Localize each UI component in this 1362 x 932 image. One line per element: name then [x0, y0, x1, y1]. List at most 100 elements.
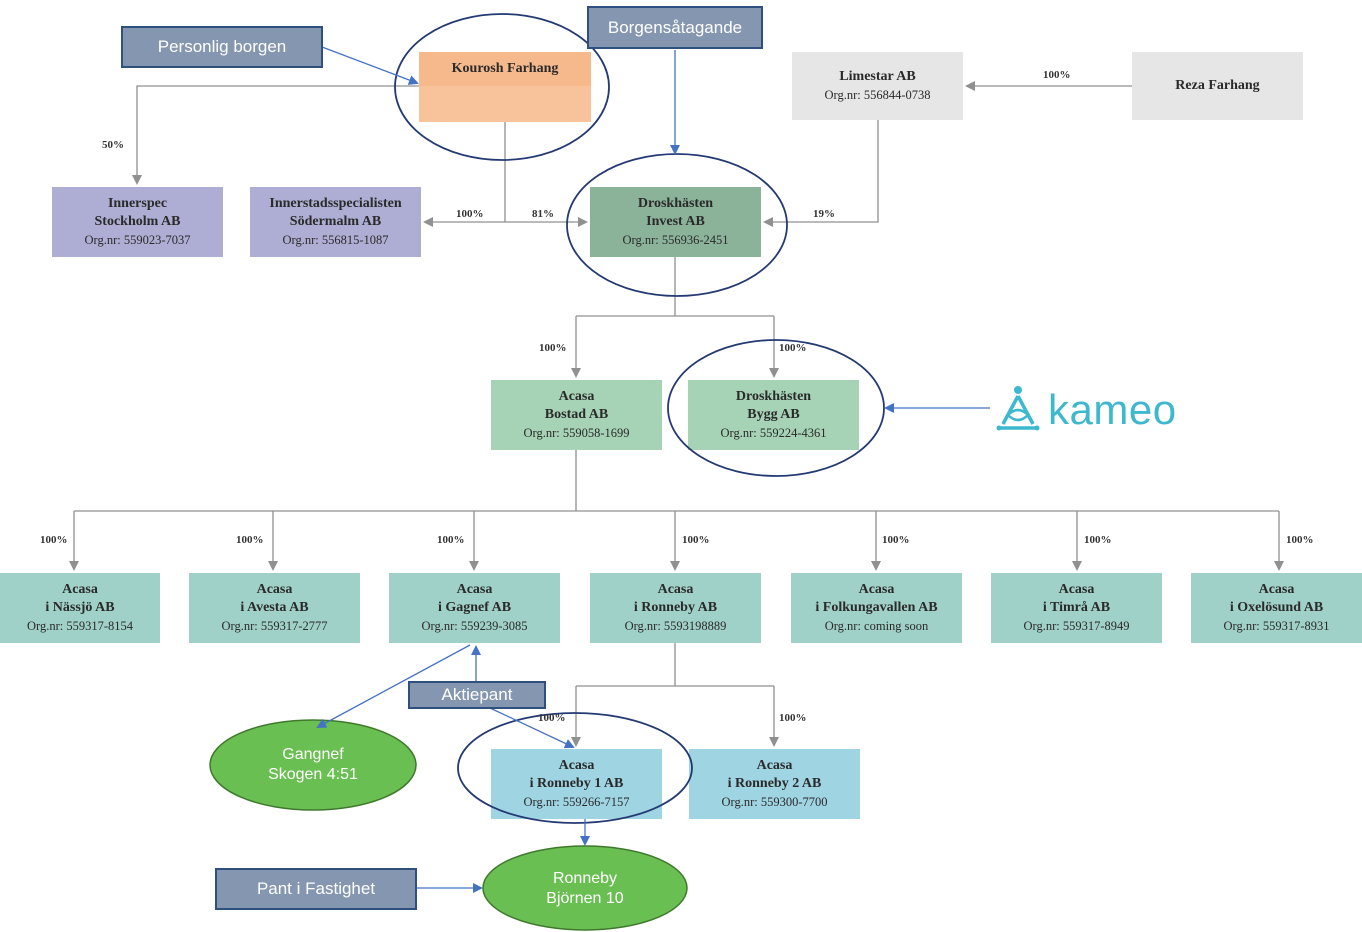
- droskhasten-invest-title1: Droskhästen: [637, 196, 714, 211]
- ronneby1-org: Org.nr: 559266-7157: [523, 795, 630, 809]
- limestar-title: Limestar AB: [839, 69, 916, 84]
- avesta-title1: Acasa: [256, 582, 293, 597]
- gangnef-property-ellipse: [209, 719, 417, 811]
- innerspec-box: [52, 187, 223, 257]
- gangnef-line2: Skogen 4:51: [268, 766, 358, 783]
- innerspec-title1: Innerspec: [107, 196, 168, 211]
- acasa-bostad-org: Org.nr: 559058-1699: [523, 426, 630, 440]
- kameo-logo-icon: [996, 386, 1040, 431]
- avesta-label: Acasa i Avesta AB Org.nr: 559317-2777: [189, 573, 360, 643]
- oxelosund-org: Org.nr: 559317-8931: [1223, 619, 1330, 633]
- gagnef-title2: i Gagnef AB: [437, 600, 512, 615]
- timra-org: Org.nr: 559317-8949: [1023, 619, 1130, 633]
- pct-kourosh-invest: 81%: [532, 208, 554, 220]
- innerstads-title2: Södermalm AB: [289, 214, 382, 229]
- timra-box: [991, 573, 1162, 643]
- ronneby-bjornen-line1: Ronneby: [552, 870, 618, 887]
- folkungavallen-label: Acasa i Folkungavallen AB Org.nr: coming…: [791, 573, 962, 643]
- ronneby2-box: [689, 749, 860, 819]
- pct-gagnef: 100%: [437, 534, 465, 546]
- gagnef-label: Acasa i Gagnef AB Org.nr: 559239-3085: [389, 573, 560, 643]
- nassjo-title1: Acasa: [62, 582, 98, 597]
- pct-kourosh-innerspec: 50%: [102, 139, 124, 151]
- droskhasten-bygg-title1: Droskhästen: [735, 389, 812, 404]
- acasa-bostad-label: Acasa Bostad AB Org.nr: 559058-1699: [491, 380, 662, 450]
- innerstads-title1: Innerstadsspecialisten: [269, 196, 402, 211]
- callout-personlig-borgen: Personlig borgen: [121, 26, 323, 68]
- pct-ronneby1: 100%: [538, 712, 566, 724]
- gagnef-org: Org.nr: 559239-3085: [421, 619, 528, 633]
- ronneby1-box: [491, 749, 662, 819]
- kameo-logo-text: kameo: [1048, 386, 1177, 433]
- oxelosund-box: [1191, 573, 1362, 643]
- nassjo-org: Org.nr: 559317-8154: [26, 619, 133, 633]
- reza-label: Reza Farhang: [1132, 52, 1303, 120]
- pct-nassjo: 100%: [40, 534, 68, 546]
- pct-ronneby: 100%: [682, 534, 710, 546]
- droskhasten-invest-org: Org.nr: 556936-2451: [622, 233, 729, 247]
- limestar-label: Limestar AB Org.nr: 556844-0738: [792, 52, 963, 120]
- timra-title1: Acasa: [1058, 582, 1095, 597]
- ronneby-label: Acasa i Ronneby AB Org.nr: 5593198889: [590, 573, 761, 643]
- callout-borgensatagande: Borgensåtagande: [587, 6, 763, 49]
- kourosh-title: Kourosh Farhang: [451, 61, 559, 76]
- callout-aktiepant: Aktiepant: [408, 681, 546, 709]
- gagnef-title1: Acasa: [456, 582, 493, 597]
- pct-folkungavallen: 100%: [882, 534, 910, 546]
- folkungavallen-title2: i Folkungavallen AB: [815, 600, 938, 615]
- nassjo-box: [0, 573, 160, 643]
- avesta-org: Org.nr: 559317-2777: [221, 619, 328, 633]
- pct-avesta: 100%: [236, 534, 264, 546]
- pct-reza-limestar: 100%: [1043, 69, 1071, 81]
- folkungavallen-box: [791, 573, 962, 643]
- ownership-connectors: [69, 81, 1284, 747]
- timra-label: Acasa i Timrå AB Org.nr: 559317-8949: [991, 573, 1162, 643]
- ronneby2-title1: Acasa: [756, 758, 793, 773]
- innerstads-label: Innerstadsspecialisten Södermalm AB Org.…: [250, 187, 421, 257]
- limestar-box: [792, 52, 963, 120]
- annotation-arrows: [316, 46, 990, 893]
- callout-pant-i-fastighet: Pant i Fastighet: [215, 868, 417, 910]
- ronneby-title2: i Ronneby AB: [633, 600, 718, 615]
- innerstads-org: Org.nr: 556815-1087: [282, 233, 389, 247]
- droskhasten-invest-box: [590, 187, 761, 257]
- ronneby1-title2: i Ronneby 1 AB: [529, 776, 624, 791]
- innerspec-org: Org.nr: 559023-7037: [84, 233, 191, 247]
- nassjo-label: Acasa i Nässjö AB Org.nr: 559317-8154: [0, 573, 160, 643]
- timra-title2: i Timrå AB: [1042, 600, 1111, 615]
- ronneby-org: Org.nr: 5593198889: [624, 619, 727, 633]
- pct-kourosh-innerstads: 100%: [456, 208, 484, 220]
- oxelosund-title1: Acasa: [1258, 582, 1295, 597]
- ronneby1-ellipse: [457, 712, 693, 824]
- droskhasten-invest-title2: Invest AB: [646, 214, 705, 229]
- avesta-title2: i Avesta AB: [240, 600, 309, 615]
- ronneby-property-label: Ronneby Björnen 10: [485, 869, 685, 909]
- ronneby-property-ellipse: [482, 845, 688, 931]
- droskhasten-bygg-label: Droskhästen Bygg AB Org.nr: 559224-4361: [688, 380, 859, 450]
- ronneby-box: [590, 573, 761, 643]
- gangnef-line1: Gangnef: [282, 746, 344, 763]
- ronneby2-label: Acasa i Ronneby 2 AB Org.nr: 559300-7700: [689, 749, 860, 819]
- pct-timra: 100%: [1084, 534, 1112, 546]
- innerspec-label: Innerspec Stockholm AB Org.nr: 559023-70…: [52, 187, 223, 257]
- ronneby1-label: Acasa i Ronneby 1 AB Org.nr: 559266-7157: [491, 749, 662, 819]
- kourosh-box-header: [419, 52, 591, 86]
- innerstads-box: [250, 187, 421, 257]
- ronneby2-org: Org.nr: 559300-7700: [721, 795, 828, 809]
- pct-invest-bostad: 100%: [539, 342, 567, 354]
- droskhasten-bygg-box: [688, 380, 859, 450]
- ronneby-bjornen-line2: Björnen 10: [546, 890, 624, 907]
- droskhasten-bygg-org: Org.nr: 559224-4361: [720, 426, 827, 440]
- nassjo-title2: i Nässjö AB: [45, 600, 115, 615]
- folkungavallen-title1: Acasa: [858, 582, 895, 597]
- reza-title: Reza Farhang: [1175, 78, 1260, 93]
- gagnef-box: [389, 573, 560, 643]
- pct-ronneby2: 100%: [779, 712, 807, 724]
- gangnef-property-label: Gangnef Skogen 4:51: [213, 745, 413, 785]
- limestar-org: Org.nr: 556844-0738: [824, 88, 931, 102]
- kourosh-label: Kourosh Farhang: [419, 52, 591, 86]
- ronneby-title1: Acasa: [657, 582, 694, 597]
- kourosh-ellipse: [394, 13, 610, 161]
- ronneby2-title2: i Ronneby 2 AB: [727, 776, 822, 791]
- pct-invest-bygg: 100%: [779, 342, 807, 354]
